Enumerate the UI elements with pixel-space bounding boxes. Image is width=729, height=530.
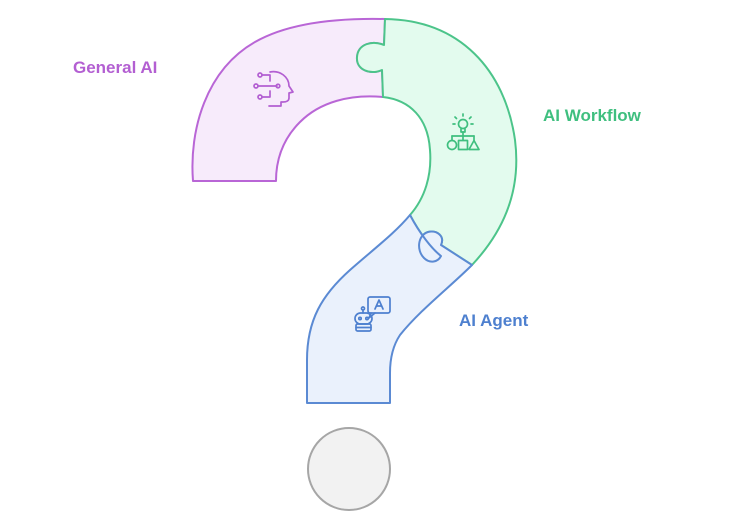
general-ai-label: General AI: [73, 58, 158, 77]
ai-head-icon: [253, 70, 294, 107]
question-mark-dot: [307, 427, 391, 511]
workflow-icon: [446, 113, 480, 151]
robot-chat-icon: [354, 296, 391, 332]
ai-workflow-segment[interactable]: [355, 18, 518, 266]
ai-agent-label: AI Agent: [459, 311, 529, 330]
ai-workflow-label: AI Workflow: [543, 106, 641, 125]
